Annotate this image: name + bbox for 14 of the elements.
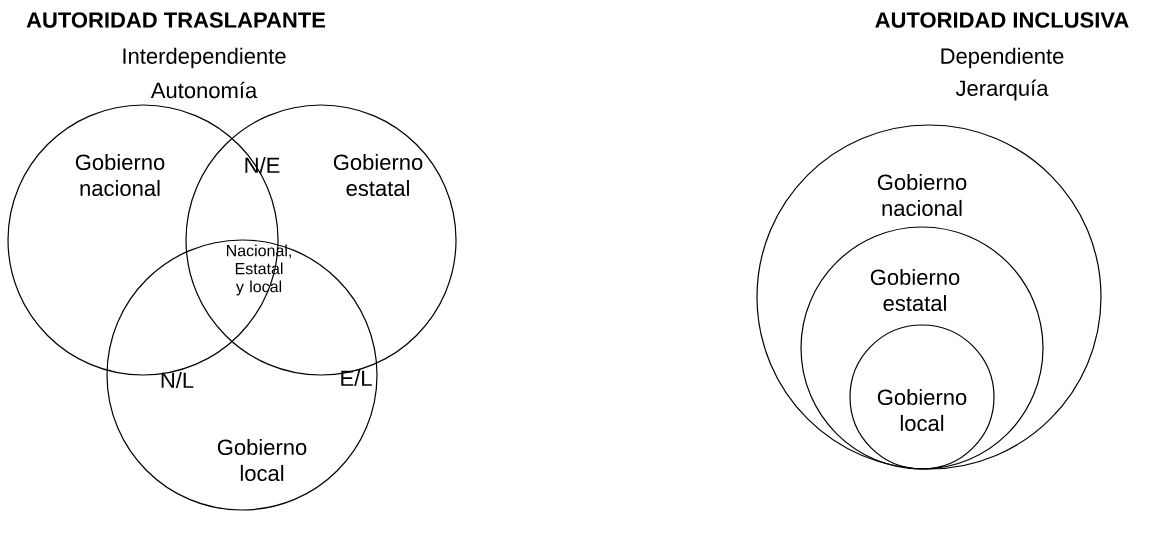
circle-label: Gobierno estatal (333, 153, 423, 197)
heading: AUTORIDAD INCLUSIVA (875, 12, 1129, 28)
circle-label: Gobierno nacional (75, 153, 165, 197)
subheading: Interdependiente (123, 47, 286, 69)
subheading: Dependiente (941, 47, 1064, 69)
subheading: Autonomía (150, 81, 258, 99)
overlap-label: E/L (341, 369, 372, 387)
circle-label: Gobierno local (217, 438, 307, 482)
circle-label: Gobierno local (877, 388, 967, 432)
heading: AUTORIDAD TRASLAPANTE (26, 12, 326, 28)
overlap-label: N/L (161, 371, 194, 389)
circle-label: Gobierno nacional (877, 173, 967, 217)
subheading: Jerarquía (955, 79, 1049, 101)
circle-label: Gobierno estatal (870, 268, 960, 312)
